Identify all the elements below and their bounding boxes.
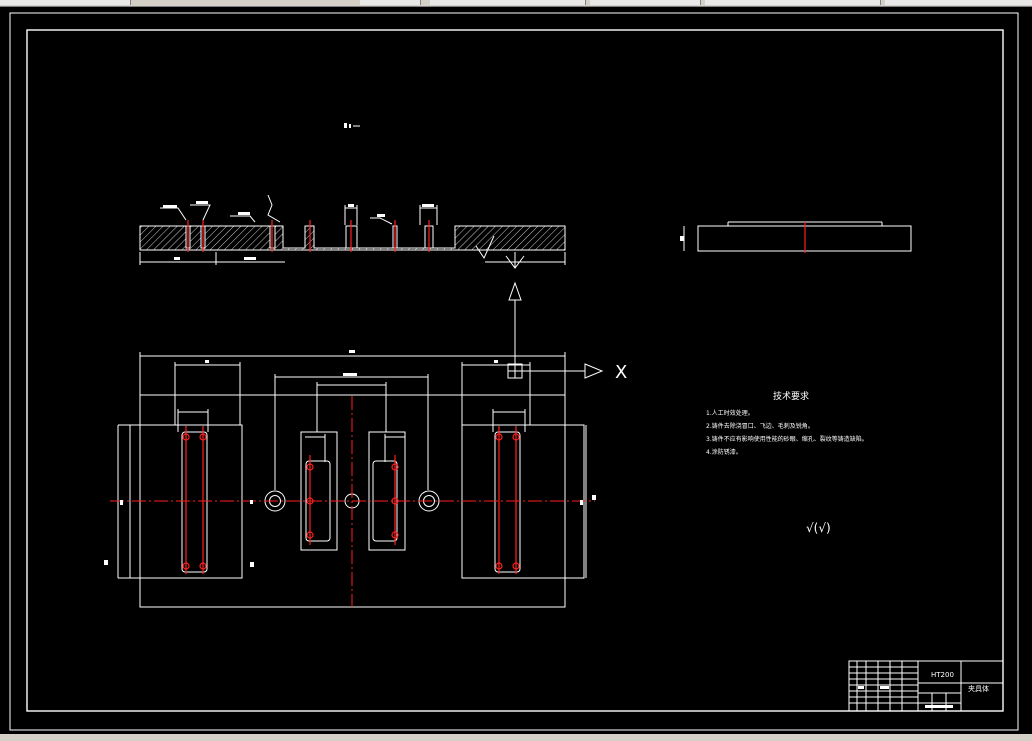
notes-heading: 技术要求 <box>773 390 809 402</box>
toolbar-button[interactable] <box>40 0 131 5</box>
toolbar-dropdown[interactable] <box>590 0 701 5</box>
title-block: HT200 夹具体 <box>848 660 1004 712</box>
part-name: 夹具体 <box>968 684 989 693</box>
x-axis-label: X <box>615 362 627 383</box>
toolbar-dropdown[interactable] <box>360 0 421 5</box>
note-item: 3.铸件不应有影响使用性能的砂眼、缩孔、裂纹等铸造缺陷。 <box>706 435 868 443</box>
section-label <box>344 123 360 128</box>
status-strip <box>0 734 1032 741</box>
toolbar-dropdown[interactable] <box>885 0 1032 5</box>
inner-border <box>26 29 1004 712</box>
material-label: HT200 <box>931 671 954 679</box>
surface-finish-symbol: √(√) <box>806 521 831 535</box>
front-section-view <box>139 194 566 269</box>
toolbar-dropdown[interactable] <box>705 0 881 5</box>
coordinate-axis: X <box>507 281 627 383</box>
side-view <box>680 221 912 253</box>
technical-notes: 技术要求 1.人工时效处理。 2.铸件去除浇冒口、飞边、毛刺及锐角。 3.铸件不… <box>706 390 868 456</box>
plan-view <box>104 350 596 608</box>
toolbar-dropdown[interactable] <box>430 0 586 5</box>
note-item: 4.涂防锈漆。 <box>706 448 742 456</box>
note-item: 2.铸件去除浇冒口、飞边、毛刺及锐角。 <box>706 422 814 430</box>
toolbar-strip <box>0 0 1032 7</box>
note-item: 1.人工时效处理。 <box>706 409 754 417</box>
outer-border <box>9 12 1019 731</box>
